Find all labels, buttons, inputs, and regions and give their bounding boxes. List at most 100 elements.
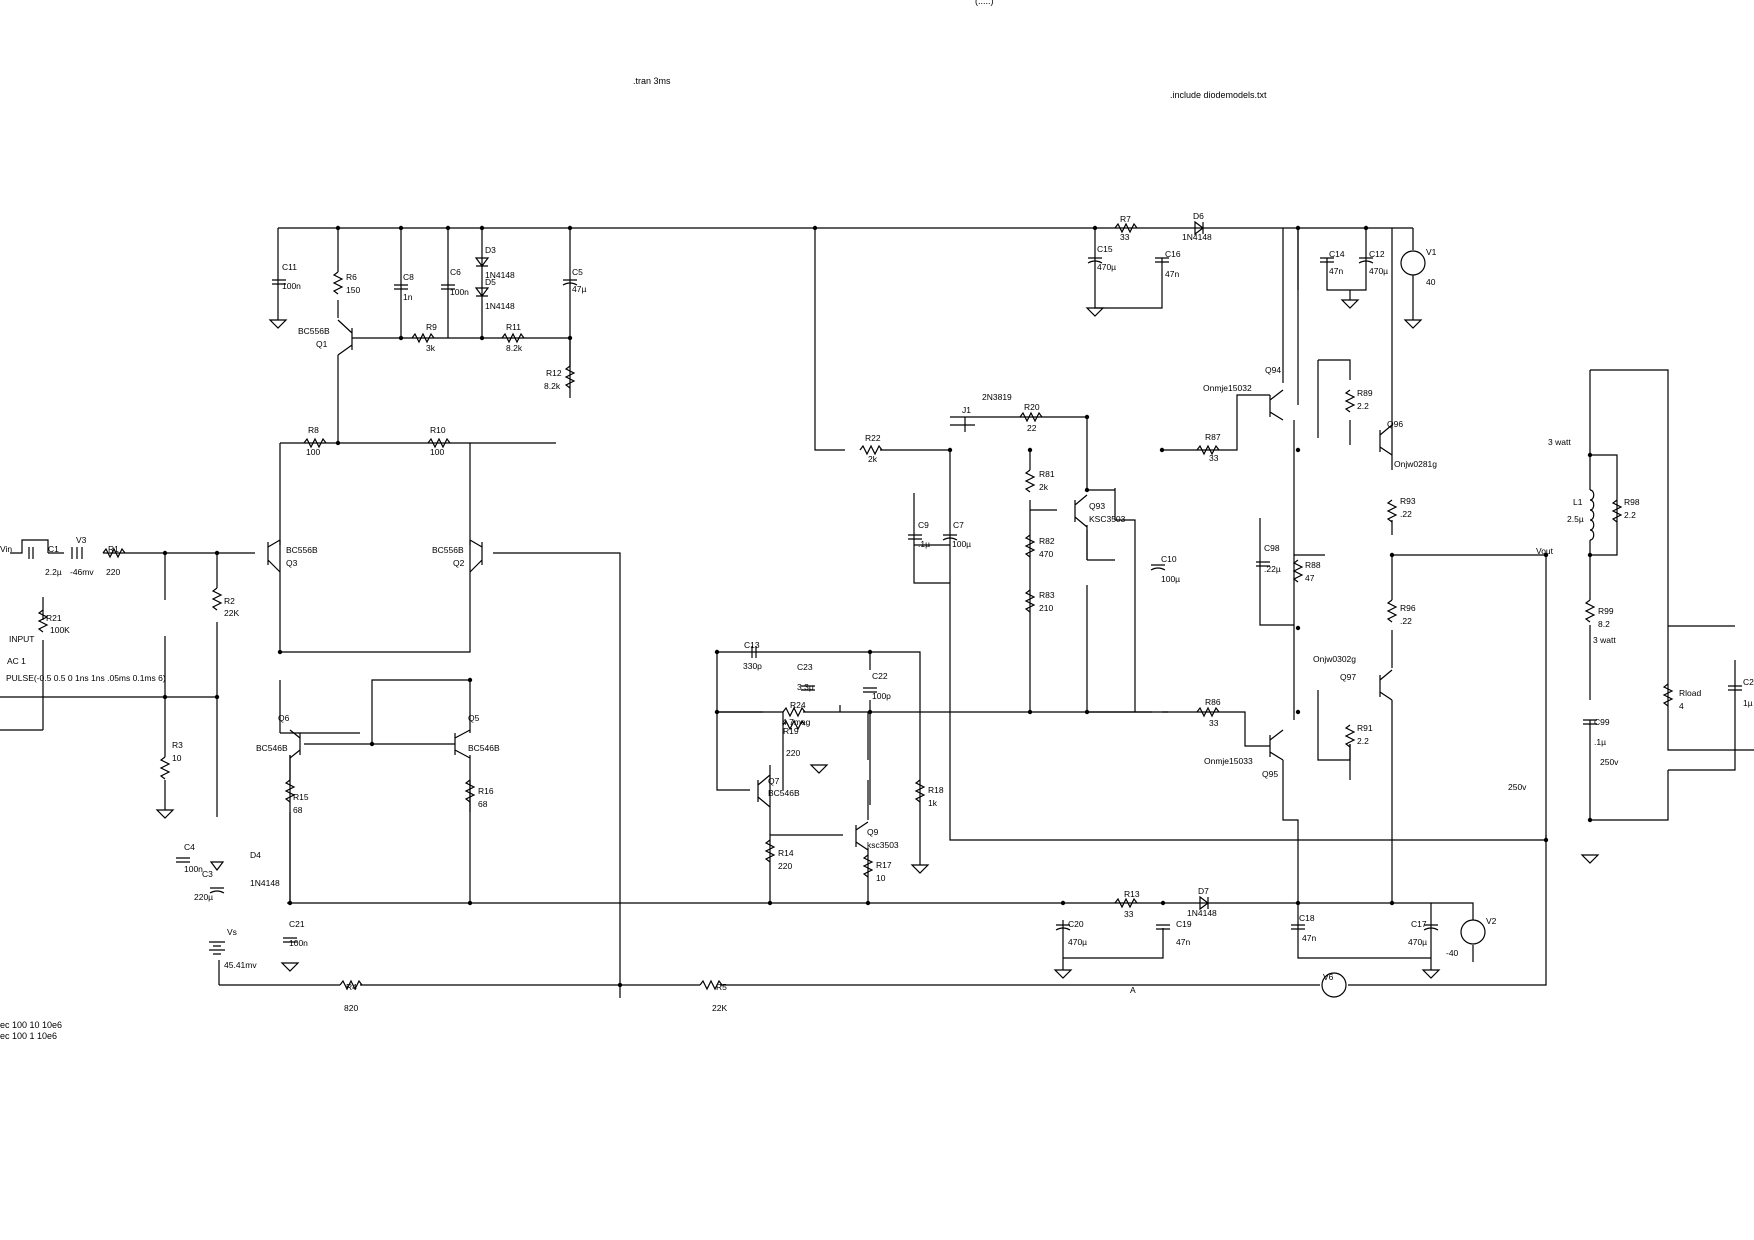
- diodes: [209, 220, 1209, 911]
- net-vin: Vin: [0, 544, 12, 554]
- value-r20: 22: [1027, 423, 1037, 433]
- label-250v: 250v: [1508, 782, 1527, 792]
- diode-d3: [474, 257, 490, 267]
- value-c11: 100n: [282, 281, 301, 291]
- value-r12: 8.2k: [544, 381, 561, 391]
- label-q95: Q95: [1262, 769, 1278, 779]
- value-r6: 150: [346, 285, 360, 295]
- value-d7: 1N4148: [1187, 908, 1217, 918]
- label-rload: Rload: [1679, 688, 1701, 698]
- value-r9: 3k: [426, 343, 436, 353]
- resistor-r6: [332, 271, 344, 295]
- label-c17: C17: [1411, 919, 1427, 929]
- label-c10: C10: [1161, 554, 1177, 564]
- capacitor-c7: [942, 534, 958, 541]
- resistor-rload: [1662, 683, 1674, 707]
- resistor-r4: [339, 979, 363, 991]
- value-r82: 470: [1039, 549, 1053, 559]
- directive-top: (.....): [975, 0, 994, 6]
- capacitor-c23: [801, 685, 815, 691]
- resistor-r10: [427, 437, 451, 449]
- value-r5: 22K: [712, 1003, 727, 1013]
- value-c9: .1µ: [918, 539, 930, 549]
- directive-ac1: ec 100 10 10e6: [0, 1020, 62, 1030]
- model-q6: BC546B: [256, 743, 288, 753]
- label-q96: Q96: [1387, 419, 1403, 429]
- value-d6: 1N4148: [1182, 232, 1212, 242]
- ground-symbol: [1085, 307, 1105, 317]
- capacitor-c5: [562, 279, 578, 286]
- value-c2: 1µ: [1743, 698, 1753, 708]
- value-r4: 820: [344, 1003, 358, 1013]
- value-d3: 1N4148: [485, 270, 515, 280]
- label-r87: R87: [1205, 432, 1221, 442]
- net-a: A: [1130, 985, 1136, 995]
- capacitor-c99: [1583, 719, 1597, 725]
- capacitor-c14: [1320, 257, 1334, 263]
- value-r3: 10: [172, 753, 182, 763]
- label-d7: D7: [1198, 886, 1209, 896]
- value-r91: 2.2: [1357, 736, 1369, 746]
- value-d4: 1N4148: [250, 878, 280, 888]
- label-r5: R5: [716, 982, 727, 992]
- label-3-watt: 3 watt: [1593, 635, 1616, 645]
- value-r89: 2.2: [1357, 401, 1369, 411]
- model-q5: BC546B: [468, 743, 500, 753]
- grounds: [155, 299, 1600, 979]
- label-c4: C4: [184, 842, 195, 852]
- value-r81: 2k: [1039, 482, 1049, 492]
- resistor-r2: [211, 587, 223, 611]
- ground-symbol: [809, 764, 829, 774]
- label-r22: R22: [865, 433, 881, 443]
- label-c15: C15: [1097, 244, 1113, 254]
- capacitor-c4: [176, 857, 190, 863]
- model-q3: BC556B: [286, 545, 318, 555]
- label-r20: R20: [1024, 402, 1040, 412]
- value-c23: 3.3p: [797, 682, 814, 692]
- labels: (.....) .tran 3ms .include diodemodels.t…: [0, 0, 1754, 1041]
- label-c98: C98: [1264, 543, 1280, 553]
- value-r98: 2.2: [1624, 510, 1636, 520]
- resistor-r18: [914, 779, 926, 803]
- label-c14: C14: [1329, 249, 1345, 259]
- transistor-q96: [1379, 424, 1393, 456]
- resistor-r17: [862, 854, 874, 878]
- value-r15: 68: [293, 805, 303, 815]
- value-r17: 10: [876, 873, 886, 883]
- label-3-watt: 3 watt: [1548, 437, 1571, 447]
- directive-include: .include diodemodels.txt: [1170, 90, 1267, 100]
- value-c3: 220µ: [194, 892, 213, 902]
- label-r11: R11: [506, 322, 521, 332]
- model-q96: Onjw0281g: [1394, 459, 1437, 469]
- transistor-q95: [1269, 729, 1284, 761]
- transistor-q3: [267, 539, 281, 573]
- value-r93: .22: [1400, 509, 1412, 519]
- label-q7: Q7: [768, 776, 780, 786]
- value-c21: 100n: [289, 938, 308, 948]
- capacitor-c17: [1423, 924, 1439, 931]
- label-c21: C21: [289, 919, 305, 929]
- ground-symbol: [1340, 299, 1360, 309]
- resistor-r9: [411, 332, 435, 344]
- resistor-r15: [284, 779, 296, 803]
- resistor-r12: [564, 365, 576, 389]
- model-q7: BC546B: [768, 788, 800, 798]
- label-q93: Q93: [1089, 501, 1105, 511]
- voltage-source-v1: [1400, 250, 1426, 276]
- label-c2: C2: [1743, 677, 1754, 687]
- value-c17: 470µ: [1408, 937, 1427, 947]
- transistor-q5: [454, 729, 471, 759]
- value-l1: 2.5µ: [1567, 514, 1584, 524]
- label-v4: AC 1: [7, 656, 26, 666]
- value-r86: 33: [1209, 718, 1219, 728]
- label-r4: R4: [346, 982, 357, 992]
- label-c7: C7: [953, 520, 964, 530]
- label-c18: C18: [1299, 913, 1315, 923]
- resistor-r3: [159, 756, 171, 780]
- inductor-l1: [1589, 489, 1595, 541]
- resistor-r7: [1114, 222, 1138, 234]
- transistor-q1: [337, 319, 353, 356]
- value-r14: 220: [778, 861, 792, 871]
- label-c8: C8: [403, 272, 414, 282]
- label-d4: D4: [250, 850, 261, 860]
